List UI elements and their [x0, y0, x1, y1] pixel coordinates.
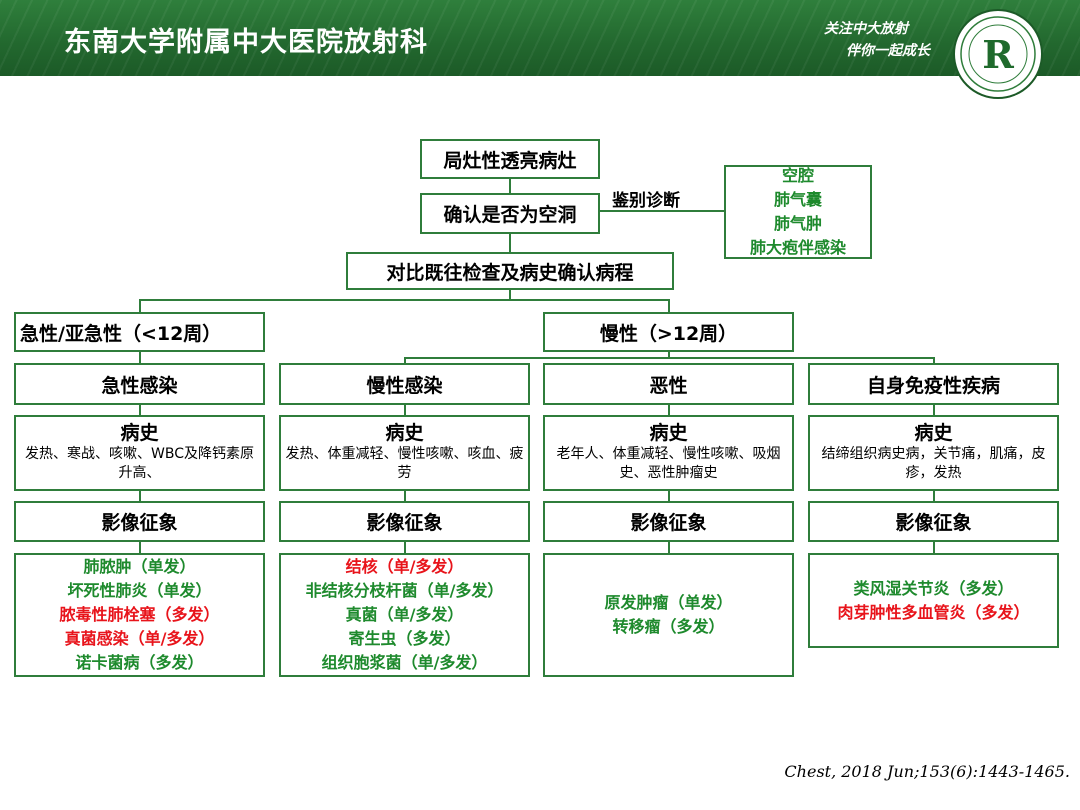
connector-col2-c [404, 542, 406, 553]
slogan-line-2: 伴你一起成长 [846, 43, 930, 59]
category-name: 慢性感染 [366, 374, 443, 397]
category-malignant: 恶性 [543, 363, 794, 405]
differential-item: 肺气囊 [773, 190, 822, 209]
node-acute: 急性/亚急性（<12周） [14, 312, 265, 352]
imaging-title: 影像征象 [630, 512, 707, 534]
connector-to-autoimmune [933, 357, 935, 363]
imaging-title: 影像征象 [101, 512, 178, 534]
category-autoimmune: 自身免疫性疾病 [808, 363, 1059, 405]
node-differential: 空腔 肺气囊 肺气肿 肺大疱伴感染 [724, 165, 872, 259]
category-chronic-infection: 慢性感染 [279, 363, 530, 405]
connector-col3-a [668, 405, 670, 415]
imaging-item: 坏死性肺炎（单发） [67, 581, 212, 600]
imaging-list-autoimmune: 类风湿关节炎（多发） 肉芽肿性多血管炎（多发） [808, 553, 1059, 648]
history-title: 病史 [385, 422, 424, 444]
imaging-list-chronic-infection: 结核（单/多发） 非结核分枝杆菌（单/多发） 真菌（单/多发） 寄生虫（多发） … [279, 553, 530, 677]
imaging-item: 类风湿关节炎（多发） [853, 578, 1014, 598]
connector-col2-b [404, 491, 406, 501]
connector-col3-b [668, 491, 670, 501]
category-name: 急性感染 [101, 374, 178, 397]
differential-item: 肺气肿 [773, 214, 822, 233]
node-confirm: 确认是否为空洞 [420, 193, 600, 234]
imaging-item: 寄生虫（多发） [348, 629, 461, 648]
connector-col1-a [139, 405, 141, 415]
connector-confirm-compare [509, 234, 511, 252]
node-confirm-label: 确认是否为空洞 [443, 204, 577, 226]
citation: Chest, 2018 Jun;153(6):1443-1465. [784, 762, 1070, 781]
node-chronic: 慢性（>12周） [543, 312, 794, 352]
differential-item: 空腔 [781, 166, 814, 185]
history-title: 病史 [649, 422, 688, 444]
differential-label: 鉴别诊断 [612, 191, 680, 211]
imaging-list-acute-infection: 肺脓肿（单发） 坏死性肺炎（单发） 脓毒性肺栓塞（多发） 真菌感染（单/多发） … [14, 553, 265, 677]
connector-chronic-down [668, 352, 670, 358]
history-chronic-infection: 病史 发热、体重减轻、慢性咳嗽、咳血、疲劳 [279, 415, 530, 491]
imaging-item: 原发肿瘤（单发） [604, 593, 733, 612]
category-name: 恶性 [649, 374, 688, 397]
connector-col1-b [139, 491, 141, 501]
history-title: 病史 [120, 422, 159, 444]
node-chronic-label: 慢性（>12周） [599, 322, 738, 345]
connector-col4-c [933, 542, 935, 553]
imaging-item: 非结核分枝杆菌（单/多发） [305, 581, 504, 600]
connector-col4-a [933, 405, 935, 415]
header-banner: 东南大学附属中大医院放射科 关注中大放射 伴你一起成长 [0, 0, 1080, 76]
node-start-label: 局灶性透亮病灶 [443, 149, 577, 172]
connector-course-bar [139, 299, 669, 301]
imaging-item: 转移瘤（多发） [612, 617, 725, 636]
history-text: 结缔组织病史病，关节痛，肌痛，皮疹，发热 [821, 446, 1046, 481]
connector-col1-c [139, 542, 141, 553]
connector-start-confirm [509, 179, 511, 193]
history-malignant: 病史 老年人、体重减轻、慢性咳嗽、吸烟史、恶性肿瘤史 [543, 415, 794, 491]
history-text: 发热、体重减轻、慢性咳嗽、咳血、疲劳 [285, 446, 524, 481]
imaging-list-malignant: 原发肿瘤（单发） 转移瘤（多发） [543, 553, 794, 677]
connector-chronic-bar [404, 357, 934, 359]
category-acute-infection: 急性感染 [14, 363, 265, 405]
connector-col2-a [404, 405, 406, 415]
node-acute-label: 急性/亚急性（<12周） [20, 322, 222, 345]
imaging-title: 影像征象 [895, 512, 972, 534]
connector-to-chronic-infection [404, 357, 406, 363]
department-logo-icon: R [953, 9, 1043, 99]
connector-differential [598, 210, 725, 212]
imaging-item: 真菌感染（单/多发） [64, 629, 215, 648]
imaging-item: 诺卡菌病（多发） [75, 653, 204, 672]
history-text: 发热、寒战、咳嗽、WBC及降钙素原升高、 [25, 446, 254, 481]
history-title: 病史 [914, 422, 953, 444]
imaging-title-malignant: 影像征象 [543, 501, 794, 542]
connector-acute-down [139, 352, 141, 363]
imaging-title-autoimmune: 影像征象 [808, 501, 1059, 542]
header-title: 东南大学附属中大医院放射科 [64, 27, 428, 58]
header-texture [0, 0, 1080, 76]
imaging-title: 影像征象 [366, 512, 443, 534]
connector-compare-down [509, 290, 511, 300]
connector-to-chronic [668, 299, 670, 312]
logo-letter: R [982, 32, 1014, 77]
slogan-line-1: 关注中大放射 [824, 21, 908, 37]
node-compare-label: 对比既往检查及病史确认病程 [386, 261, 634, 284]
connector-col4-b [933, 491, 935, 501]
imaging-title-acute-infection: 影像征象 [14, 501, 265, 542]
imaging-item: 结核（单/多发） [345, 557, 464, 576]
imaging-item: 真菌（单/多发） [345, 605, 464, 624]
imaging-item: 肉芽肿性多血管炎（多发） [837, 602, 1030, 622]
imaging-item: 脓毒性肺栓塞（多发） [59, 605, 220, 624]
imaging-title-chronic-infection: 影像征象 [279, 501, 530, 542]
imaging-item: 肺脓肿（单发） [83, 557, 196, 576]
node-compare: 对比既往检查及病史确认病程 [346, 252, 674, 290]
node-start: 局灶性透亮病灶 [420, 139, 600, 179]
category-name: 自身免疫性疾病 [866, 374, 1000, 397]
history-autoimmune: 病史 结缔组织病史病，关节痛，肌痛，皮疹，发热 [808, 415, 1059, 491]
differential-item: 肺大疱伴感染 [749, 238, 846, 257]
header-slogan: 关注中大放射 伴你一起成长 [824, 18, 930, 62]
history-text: 老年人、体重减轻、慢性咳嗽、吸烟史、恶性肿瘤史 [556, 446, 781, 481]
history-acute-infection: 病史 发热、寒战、咳嗽、WBC及降钙素原升高、 [14, 415, 265, 491]
connector-col3-c [668, 542, 670, 553]
imaging-item: 组织胞浆菌（单/多发） [321, 653, 488, 672]
connector-to-acute [139, 299, 141, 312]
